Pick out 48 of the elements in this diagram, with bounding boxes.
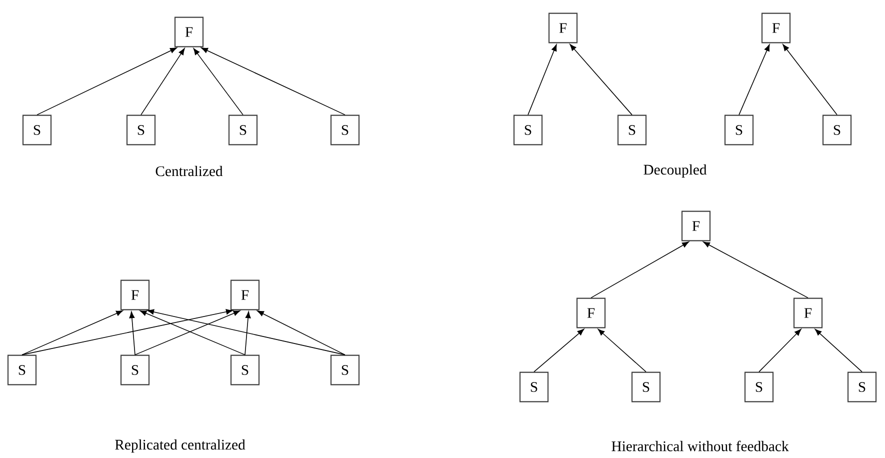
- arrow: [738, 44, 770, 116]
- box: F: [120, 280, 150, 310]
- arrow: [257, 310, 346, 356]
- arrow: [193, 48, 244, 116]
- box: S: [822, 114, 852, 146]
- box: S: [126, 114, 156, 146]
- box: F: [230, 280, 260, 310]
- arrow: [129, 311, 136, 356]
- arrow: [36, 48, 177, 116]
- caption: Decoupled: [644, 164, 707, 178]
- arrow: [528, 44, 557, 116]
- box: F: [576, 298, 606, 328]
- box: S: [631, 372, 661, 402]
- caption: Centralized: [156, 166, 223, 176]
- arrow: [22, 309, 233, 356]
- box: S: [230, 354, 260, 386]
- box: F: [681, 210, 711, 242]
- arrow: [244, 311, 251, 356]
- box: S: [330, 354, 360, 386]
- arrow: [782, 44, 838, 116]
- arrow: [534, 328, 584, 372]
- box: S: [519, 372, 549, 402]
- box: F: [174, 16, 204, 48]
- arrow: [140, 48, 185, 116]
- arrow: [814, 328, 862, 372]
- box: S: [724, 114, 754, 146]
- box: S: [120, 354, 150, 386]
- arrow: [590, 242, 689, 298]
- caption: Hierarchical without feedback: [612, 440, 789, 452]
- box: S: [513, 114, 543, 146]
- box: F: [793, 298, 823, 328]
- arrow: [570, 44, 632, 116]
- box: S: [22, 114, 52, 146]
- box: S: [617, 114, 647, 146]
- box: S: [7, 354, 37, 386]
- arrow: [598, 328, 646, 372]
- box: S: [744, 372, 774, 402]
- box: S: [228, 114, 258, 146]
- arrow: [758, 328, 802, 372]
- box: F: [548, 12, 578, 44]
- arrow: [703, 242, 808, 298]
- arrow: [147, 309, 346, 356]
- box: S: [330, 114, 360, 146]
- arrow: [22, 310, 123, 356]
- box: S: [847, 372, 877, 402]
- box: F: [761, 12, 791, 44]
- caption: Replicated centralized: [115, 439, 246, 453]
- arrow: [201, 48, 346, 116]
